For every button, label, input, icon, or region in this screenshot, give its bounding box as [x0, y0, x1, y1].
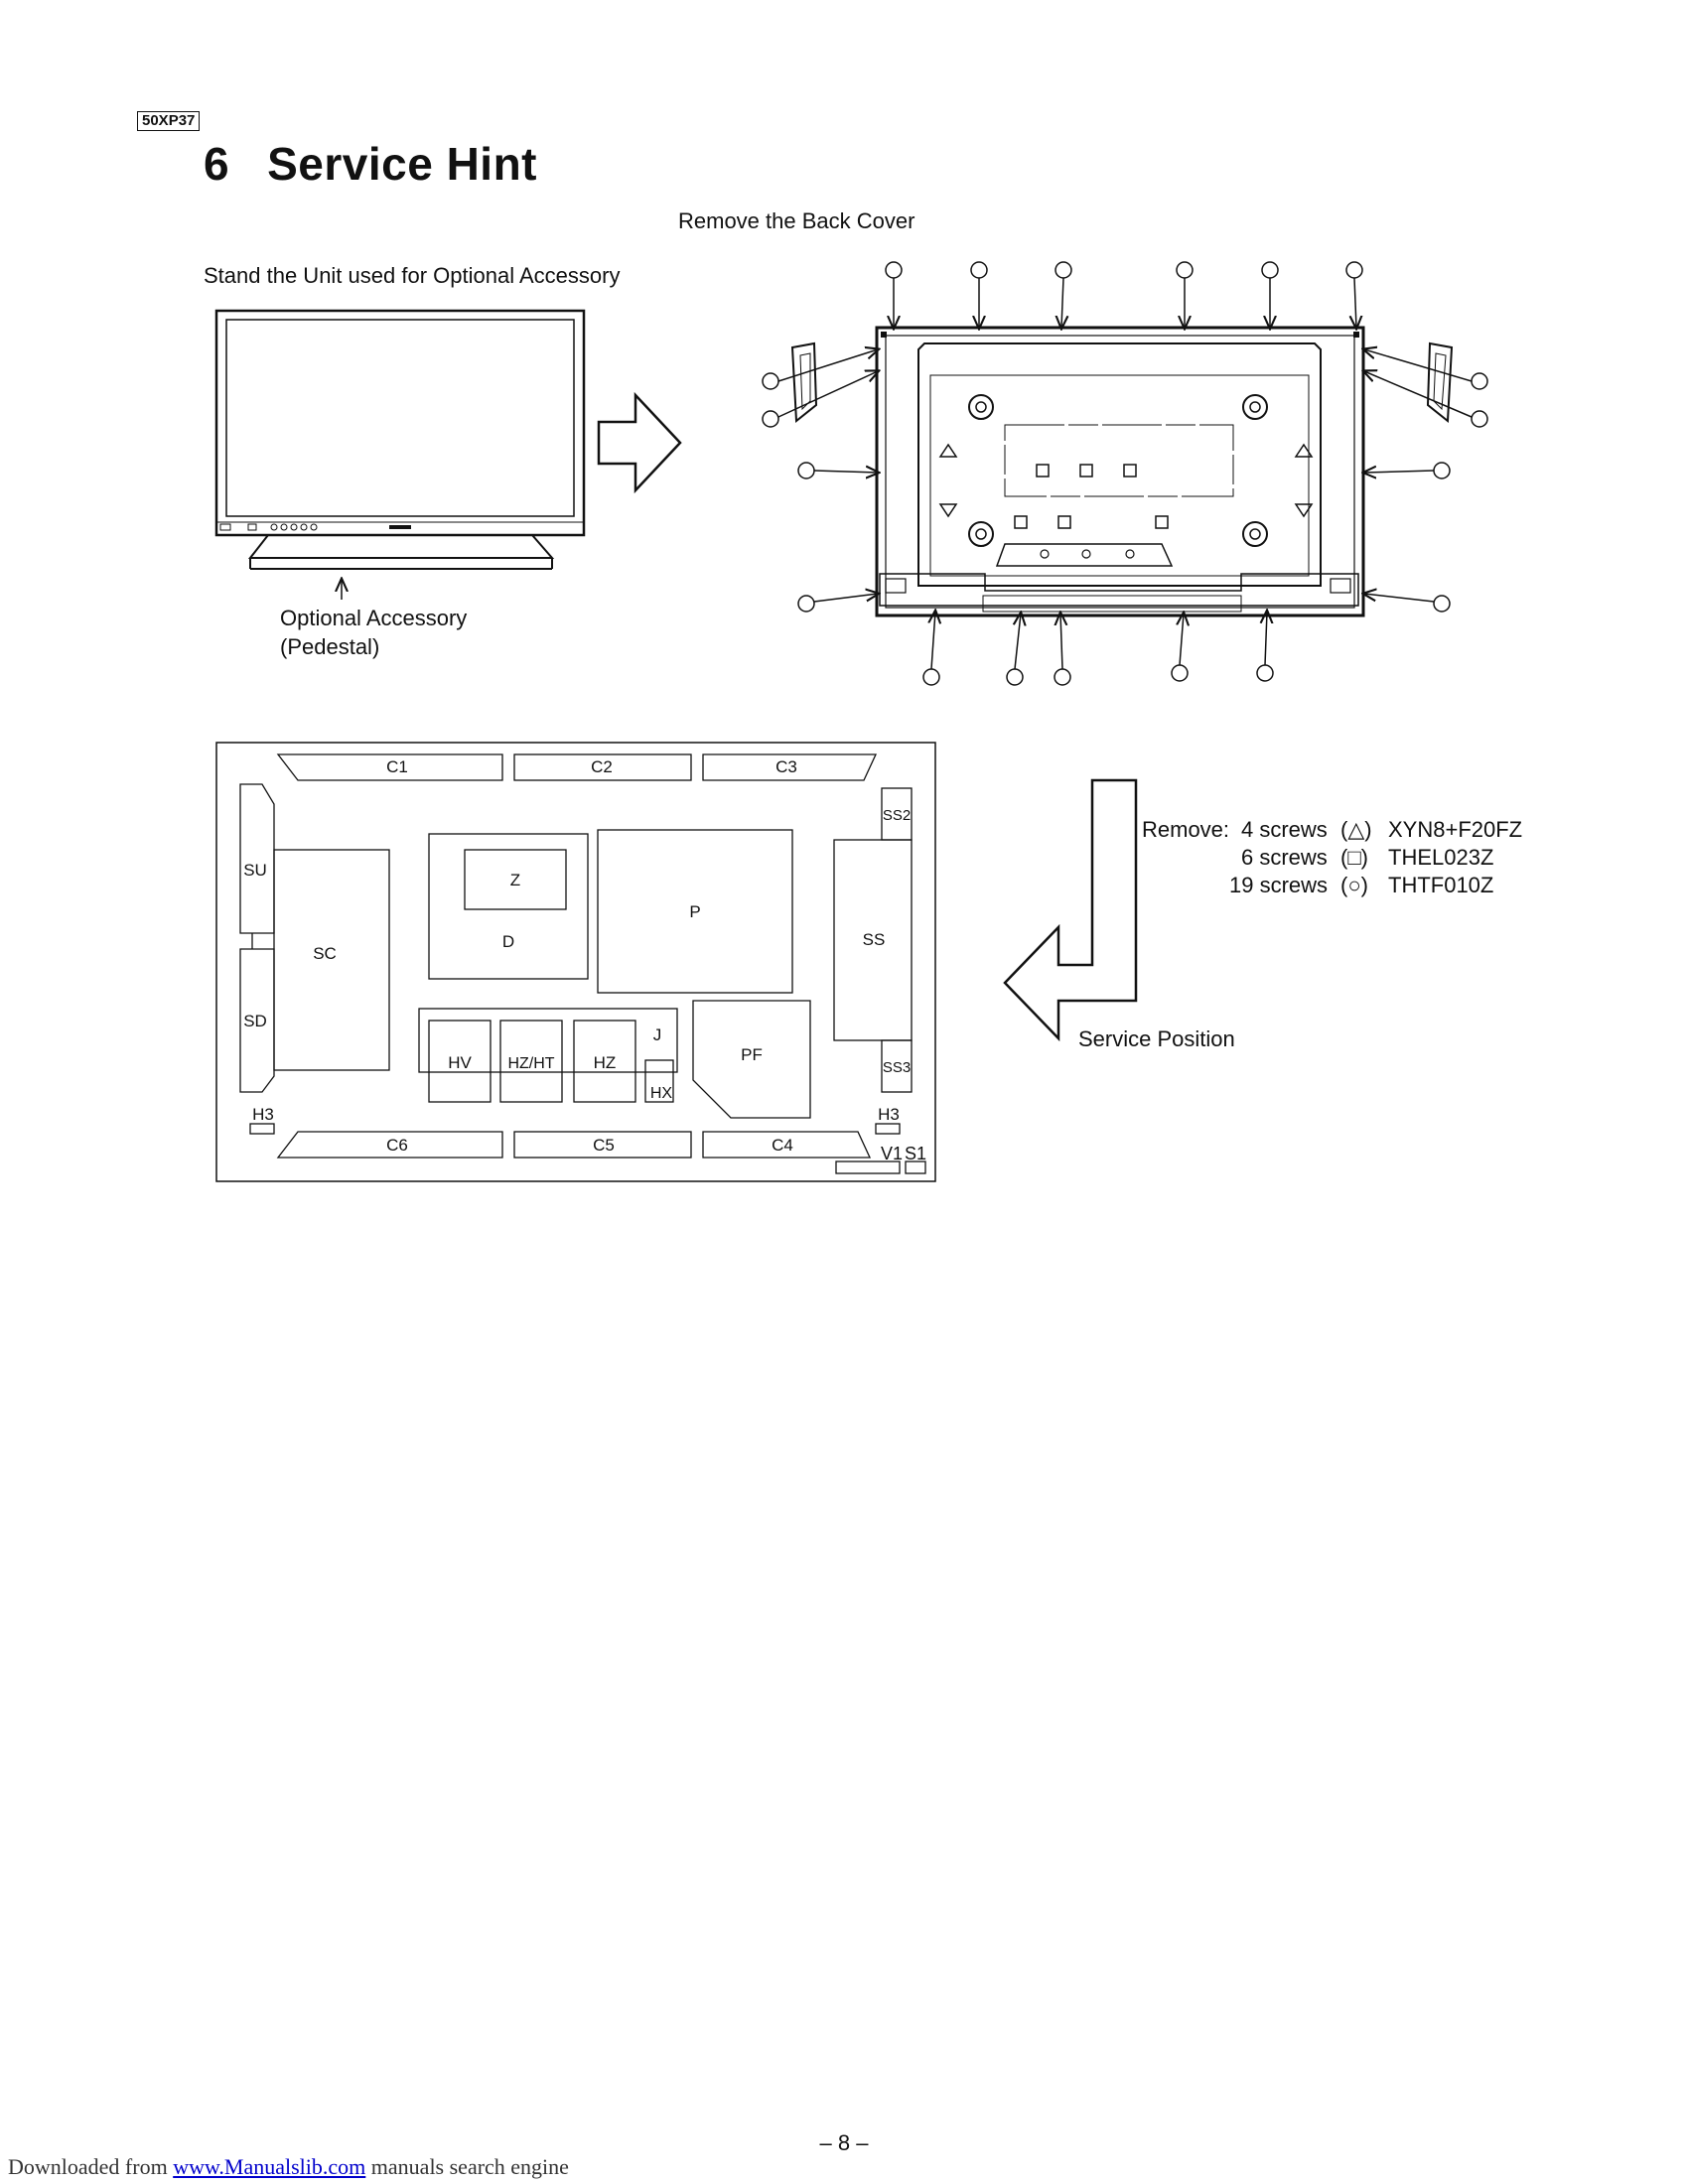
board-label-s1: S1 [905, 1144, 926, 1163]
caption-optional-accessory: Optional Accessory (Pedestal) [280, 604, 467, 661]
screw-square-icon: (□) [1340, 845, 1368, 870]
page-number: – 8 – [819, 2130, 869, 2155]
screw-count: 19 screws [1229, 873, 1329, 897]
board-label-sd: SD [243, 1012, 267, 1030]
board-label-c3: C3 [775, 757, 797, 776]
footer-manualslib-link[interactable]: www.Manualslib.com [173, 2154, 366, 2179]
board-label-ss3: SS3 [883, 1059, 911, 1076]
tv-back-illustration [790, 326, 1454, 617]
board-label-su: SU [243, 861, 267, 880]
board-labels: C1 C2 C3 SS2 SU Z SC D P SS SD J HV HZ/H… [243, 757, 926, 1163]
board-label-h3-right: H3 [878, 1105, 900, 1124]
board-label-v1: V1 [881, 1144, 903, 1163]
section-title: 6 Service Hint [204, 137, 537, 191]
footer-downloaded-from: Downloaded from [8, 2154, 168, 2179]
board-label-hv: HV [448, 1053, 472, 1072]
model-tag: 50XP37 [137, 111, 201, 131]
service-position-label: Service Position [1078, 1026, 1235, 1051]
screw-circle-icon: (○) [1340, 873, 1368, 897]
board-label-sc: SC [313, 944, 337, 963]
section-title-text: Service Hint [267, 138, 537, 190]
board-label-j: J [653, 1025, 662, 1044]
footer-tagline: manuals search engine [370, 2154, 569, 2179]
board-label-c1: C1 [386, 757, 408, 776]
board-label-hz: HZ [594, 1053, 617, 1072]
screw-code: THEL023Z [1388, 845, 1494, 870]
service-position-arrow-icon [1003, 778, 1138, 1042]
board-label-hx: HX [650, 1085, 673, 1102]
board-label-c4: C4 [772, 1136, 793, 1155]
tv-front-illustration [214, 309, 586, 600]
caption-stand: Stand the Unit used for Optional Accesso… [204, 263, 621, 288]
board-label-p: P [689, 902, 700, 921]
screw-count: 6 screws [1241, 845, 1328, 870]
board-label-c2: C2 [591, 757, 613, 776]
caption-accessory-line2: (Pedestal) [280, 634, 380, 659]
big-arrow-icon [597, 391, 682, 494]
caption-remove-back-cover: Remove the Back Cover [678, 208, 915, 233]
board-label-d: D [502, 932, 514, 951]
board-layout-diagram [215, 742, 936, 1182]
board-label-z: Z [510, 871, 520, 889]
footer: Downloaded from www.Manualslib.com manua… [8, 2154, 569, 2180]
board-label-pf: PF [741, 1045, 763, 1064]
screw-prefix: Remove: [1142, 817, 1230, 842]
section-number: 6 [204, 138, 230, 190]
screw-triangle-icon: (△) [1340, 817, 1372, 842]
board-label-hz-ht: HZ/HT [507, 1055, 554, 1072]
screw-code: XYN8+F20FZ [1388, 817, 1523, 842]
screw-code: THTF010Z [1388, 873, 1494, 897]
board-label-ss: SS [863, 930, 886, 949]
board-label-c6: C6 [386, 1136, 408, 1155]
caption-accessory-line1: Optional Accessory [280, 606, 468, 630]
board-label-c5: C5 [593, 1136, 615, 1155]
board-label-h3-left: H3 [252, 1105, 274, 1124]
screw-count: 4 screws [1241, 817, 1328, 842]
board-label-ss2: SS2 [883, 807, 911, 824]
screw-callouts [762, 261, 1488, 686]
